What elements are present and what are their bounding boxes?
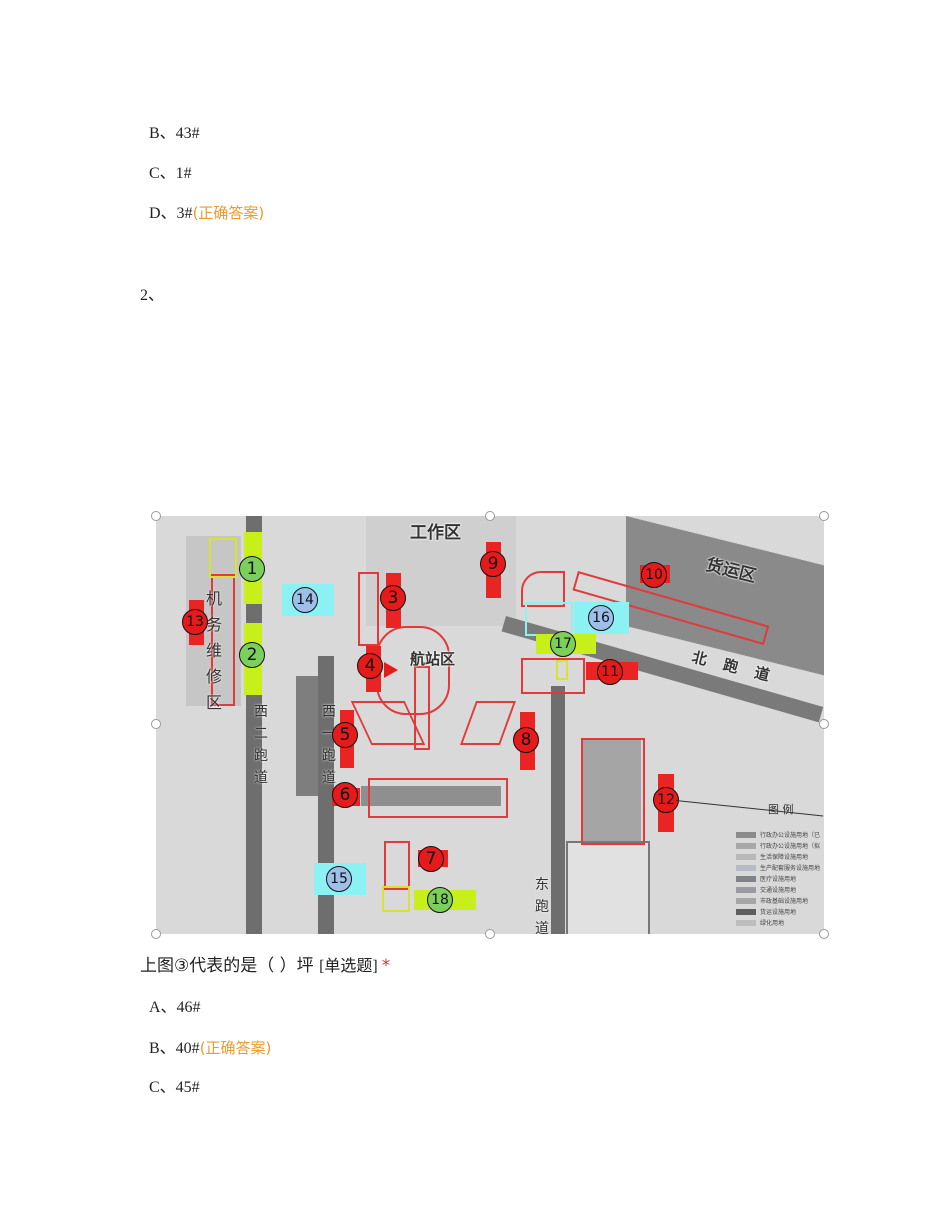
west2-runway-label: 西二跑道	[254, 704, 268, 786]
resize-handle[interactable]	[819, 929, 829, 939]
resize-handle[interactable]	[485, 929, 495, 939]
option-b[interactable]: B、43#	[149, 125, 200, 142]
west1-runway-label: 西一跑道	[322, 704, 336, 786]
marker-12: 12	[653, 787, 679, 813]
option-c[interactable]: C、45#	[149, 1079, 200, 1096]
option-b[interactable]: B、40#(正确答案)	[149, 1039, 272, 1057]
question-number: 2、	[140, 287, 165, 304]
option-c[interactable]: C、1#	[149, 165, 192, 182]
correct-answer-label: (正确答案)	[199, 1039, 272, 1057]
marker-5: 5	[332, 722, 358, 748]
marker-15: 15	[326, 866, 352, 892]
marker-2: 2	[239, 642, 265, 668]
resize-handle[interactable]	[151, 719, 161, 729]
marker-14: 14	[292, 587, 318, 613]
marker-17: 17	[550, 631, 576, 657]
marker-6: 6	[332, 782, 358, 808]
marker-8: 8	[513, 727, 539, 753]
east-runway-label: 东跑道	[535, 877, 549, 934]
map-legend: 图 例 行政办公设施用地（已 行政办公设施用地（拟 生活保障设施用地 生产配套服…	[736, 801, 824, 928]
marker-3: 3	[380, 585, 406, 611]
terminal-area-label: 航站区	[410, 650, 456, 668]
marker-7: 7	[418, 846, 444, 872]
question-title: 上图③代表的是（ ）坪 [单选题]*	[140, 956, 391, 976]
marker-16: 16	[588, 605, 614, 631]
resize-handle[interactable]	[151, 511, 161, 521]
resize-handle[interactable]	[151, 929, 161, 939]
marker-10: 10	[641, 562, 667, 588]
airport-map-image: 工作区 航站区 货运区 北 跑 道 西二跑道 西一跑道 东跑道 机务维修区 1 …	[156, 516, 824, 934]
marker-1: 1	[239, 556, 265, 582]
question-type-tag: [单选题]	[319, 958, 378, 975]
required-mark: *	[381, 956, 391, 976]
marker-18: 18	[427, 887, 453, 913]
marker-13: 13	[182, 609, 208, 635]
option-d[interactable]: D、3#(正确答案)	[149, 204, 265, 222]
work-area-label: 工作区	[410, 523, 461, 543]
marker-11: 11	[597, 659, 623, 685]
marker-4: 4	[357, 653, 383, 679]
resize-handle[interactable]	[819, 719, 829, 729]
maintenance-area-label: 机务维修区	[206, 589, 223, 712]
correct-answer-label: (正确答案)	[192, 204, 265, 222]
option-a[interactable]: A、46#	[149, 999, 201, 1016]
marker-9: 9	[480, 551, 506, 577]
resize-handle[interactable]	[819, 511, 829, 521]
legend-title: 图 例	[768, 803, 794, 816]
resize-handle[interactable]	[485, 511, 495, 521]
